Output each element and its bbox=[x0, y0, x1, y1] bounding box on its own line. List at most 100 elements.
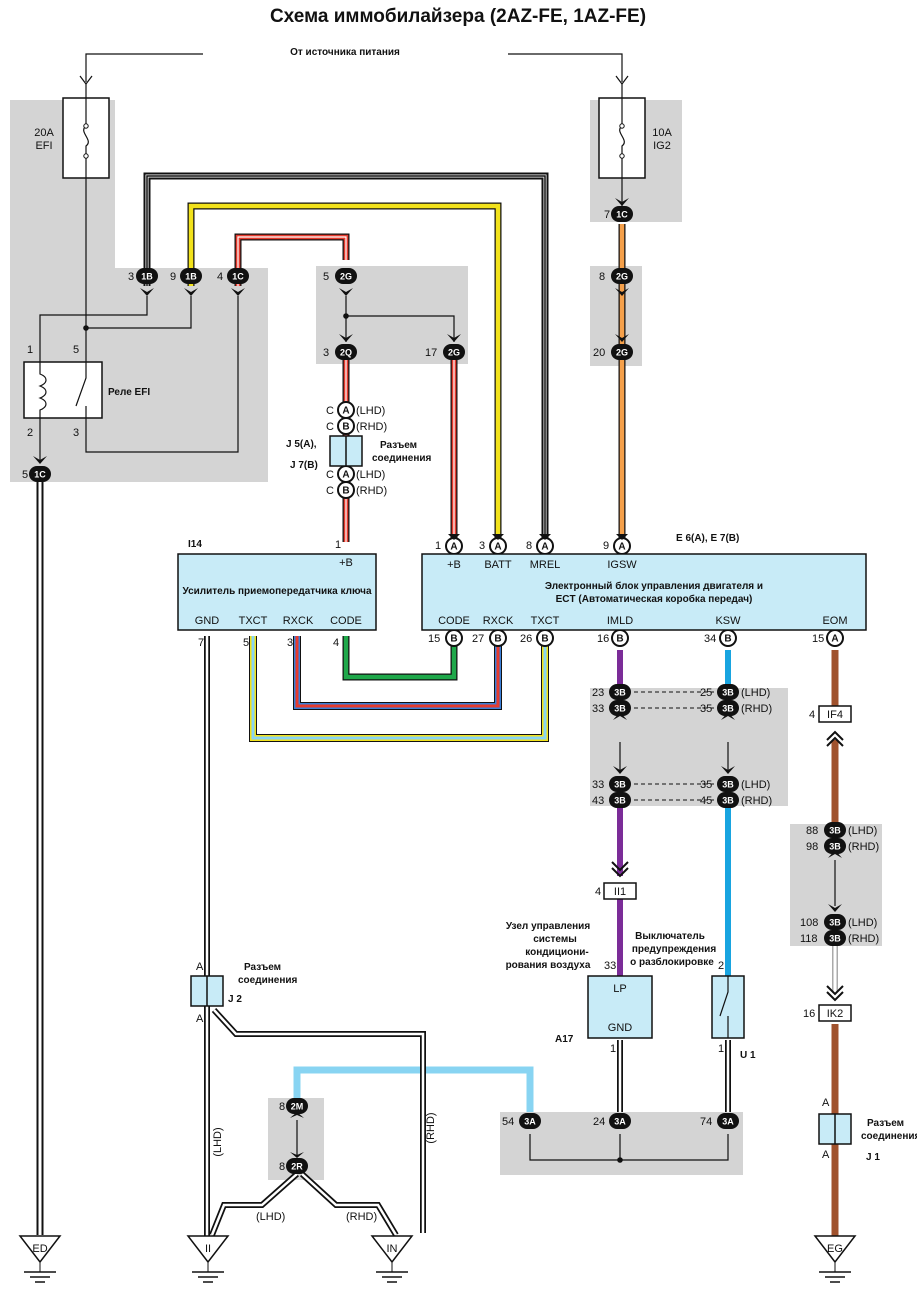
junction-j2: Разъем соединения J 2 bbox=[190, 962, 298, 1007]
svg-text:3A: 3A bbox=[614, 1117, 626, 1127]
svg-text:B: B bbox=[616, 634, 623, 645]
svg-text:3B: 3B bbox=[614, 796, 626, 806]
svg-text:IK2: IK2 bbox=[827, 1008, 844, 1020]
svg-text:(RHD): (RHD) bbox=[425, 1112, 437, 1143]
svg-text:A: A bbox=[541, 542, 548, 553]
svg-text:2G: 2G bbox=[616, 272, 628, 282]
double-chevrons bbox=[611, 730, 844, 1002]
switch-id: U 1 bbox=[740, 1050, 756, 1061]
svg-text:системы: системы bbox=[533, 934, 577, 945]
svg-text:EOM: EOM bbox=[822, 615, 847, 627]
svg-text:16: 16 bbox=[803, 1008, 815, 1020]
svg-text:33: 33 bbox=[604, 960, 616, 972]
svg-text:3B: 3B bbox=[614, 780, 626, 790]
svg-text:98: 98 bbox=[806, 841, 818, 853]
svg-text:3B: 3B bbox=[614, 688, 626, 698]
ac-control-unit: LP GND A17 Узел управления системы конди… bbox=[506, 921, 653, 1045]
svg-text:2Q: 2Q bbox=[340, 348, 352, 358]
svg-text:4: 4 bbox=[333, 637, 339, 649]
svg-text:II1: II1 bbox=[614, 886, 626, 898]
svg-text:A: A bbox=[450, 542, 457, 553]
svg-text:RXCK: RXCK bbox=[483, 615, 514, 627]
arrowheads bbox=[33, 198, 842, 1158]
svg-text:8: 8 bbox=[599, 271, 605, 283]
svg-text:3B: 3B bbox=[829, 842, 841, 852]
svg-text:8: 8 bbox=[279, 1101, 285, 1113]
efi-relay: 1 5 2 3 Реле EFI bbox=[23, 344, 150, 439]
svg-text:15: 15 bbox=[812, 633, 824, 645]
svg-text:B: B bbox=[342, 422, 349, 433]
svg-text:5: 5 bbox=[243, 637, 249, 649]
svg-text:8: 8 bbox=[279, 1161, 285, 1173]
svg-text:74: 74 bbox=[700, 1116, 712, 1128]
svg-text:2G: 2G bbox=[616, 348, 628, 358]
svg-text:1C: 1C bbox=[232, 272, 244, 282]
svg-text:24: 24 bbox=[593, 1116, 605, 1128]
svg-text:Разъем: Разъем bbox=[867, 1118, 904, 1129]
svg-text:IGSW: IGSW bbox=[607, 559, 637, 571]
svg-text:1: 1 bbox=[27, 344, 33, 356]
svg-text:3: 3 bbox=[479, 540, 485, 552]
svg-text:A: A bbox=[822, 1097, 830, 1109]
circle-pins: A A A A B B B B B A A B A B bbox=[337, 401, 844, 647]
svg-text:3: 3 bbox=[128, 271, 134, 283]
svg-text:A: A bbox=[822, 1149, 830, 1161]
svg-text:1C: 1C bbox=[34, 470, 46, 480]
svg-text:RXCK: RXCK bbox=[283, 615, 314, 627]
svg-text:16: 16 bbox=[597, 633, 609, 645]
svg-text:1: 1 bbox=[435, 540, 441, 552]
svg-text:5: 5 bbox=[323, 271, 329, 283]
svg-text:3B: 3B bbox=[829, 934, 841, 944]
svg-text:(LHD): (LHD) bbox=[741, 687, 770, 699]
svg-text:(RHD): (RHD) bbox=[741, 795, 772, 807]
svg-text:35: 35 bbox=[700, 703, 712, 715]
svg-text:J 2: J 2 bbox=[228, 994, 242, 1005]
svg-text:3: 3 bbox=[323, 347, 329, 359]
svg-text:4: 4 bbox=[809, 709, 815, 721]
svg-text:J 7(B): J 7(B) bbox=[290, 460, 318, 471]
svg-text:25: 25 bbox=[700, 687, 712, 699]
svg-text:3A: 3A bbox=[524, 1117, 536, 1127]
fuse-ig2-name: IG2 bbox=[653, 140, 671, 152]
svg-text:118: 118 bbox=[800, 933, 818, 945]
svg-text:ED: ED bbox=[32, 1243, 47, 1255]
svg-text:A: A bbox=[618, 542, 625, 553]
svg-text:45: 45 bbox=[700, 795, 712, 807]
transponder-id: I14 bbox=[188, 539, 202, 550]
ecm-name-line1: Электронный блок управления двигателя и bbox=[545, 580, 763, 592]
svg-text:3B: 3B bbox=[614, 704, 626, 714]
svg-text:GND: GND bbox=[195, 615, 220, 627]
svg-text:7: 7 bbox=[604, 209, 610, 221]
svg-text:кондициони-: кондициони- bbox=[525, 947, 588, 958]
svg-text:3B: 3B bbox=[722, 796, 734, 806]
svg-text:соединения: соединения bbox=[372, 453, 432, 464]
svg-text:IN: IN bbox=[387, 1243, 398, 1255]
svg-text:KSW: KSW bbox=[715, 615, 741, 627]
svg-text:C: C bbox=[326, 485, 334, 497]
svg-text:о разблокировке: о разблокировке bbox=[630, 956, 714, 968]
svg-text:TXCT: TXCT bbox=[531, 615, 560, 627]
svg-text:(RHD): (RHD) bbox=[356, 421, 387, 433]
svg-text:4: 4 bbox=[595, 886, 601, 898]
svg-text:8: 8 bbox=[526, 540, 532, 552]
svg-text:+B: +B bbox=[447, 559, 461, 571]
svg-text:A: A bbox=[196, 961, 204, 973]
svg-text:3B: 3B bbox=[722, 704, 734, 714]
power-feed-arrows bbox=[79, 53, 629, 85]
svg-text:33: 33 bbox=[592, 703, 604, 715]
svg-text:9: 9 bbox=[170, 271, 176, 283]
svg-text:88: 88 bbox=[806, 825, 818, 837]
svg-text:3B: 3B bbox=[829, 918, 841, 928]
svg-text:II: II bbox=[205, 1243, 211, 1255]
fuse-ig2-rating: 10A bbox=[652, 127, 672, 139]
svg-text:3B: 3B bbox=[722, 780, 734, 790]
svg-text:3: 3 bbox=[287, 637, 293, 649]
svg-text:34: 34 bbox=[704, 633, 716, 645]
ecm-id: E 6(A), E 7(B) bbox=[676, 533, 739, 544]
svg-text:B: B bbox=[541, 634, 548, 645]
svg-text:3B: 3B bbox=[722, 688, 734, 698]
svg-text:43: 43 bbox=[592, 795, 604, 807]
svg-text:MREL: MREL bbox=[530, 559, 561, 571]
svg-text:соединения: соединения bbox=[861, 1131, 917, 1142]
